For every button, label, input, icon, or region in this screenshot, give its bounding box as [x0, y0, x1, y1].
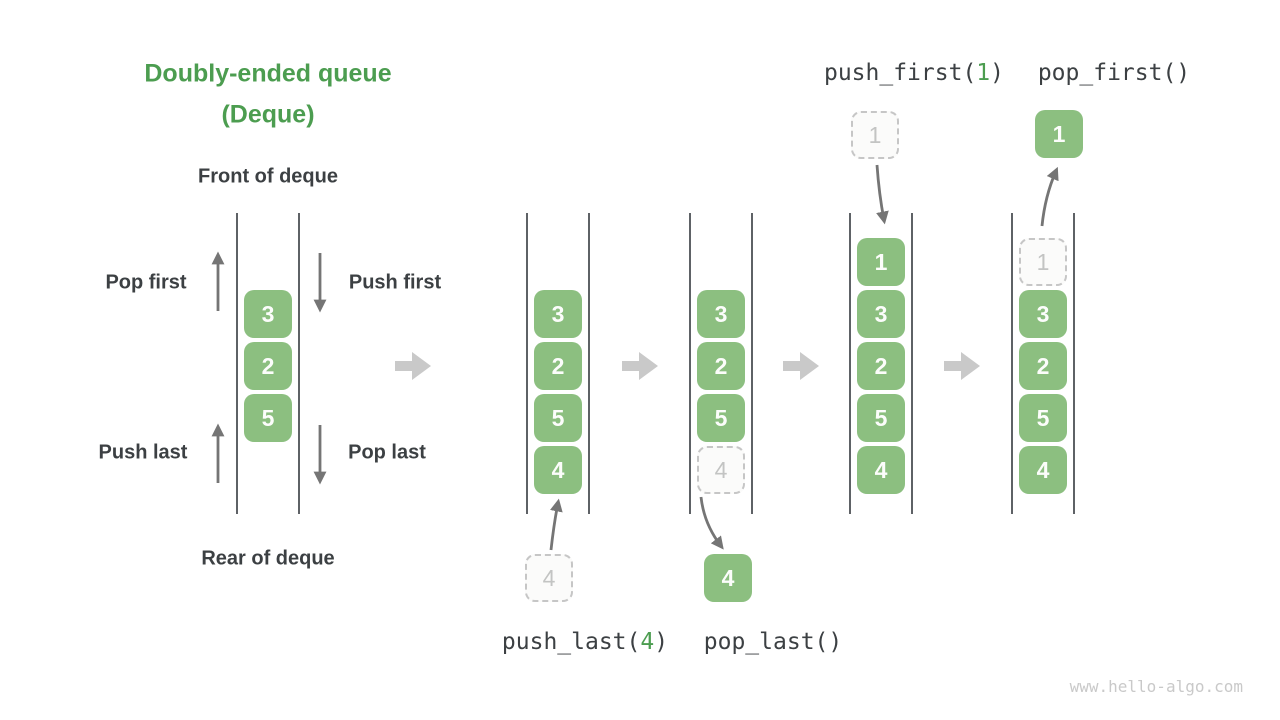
pop-last-label: Pop last	[348, 441, 426, 464]
code-text: )	[654, 629, 669, 655]
queue-wall	[298, 213, 300, 514]
queue-wall	[526, 213, 528, 514]
queue-wall	[849, 213, 851, 514]
push-first-incoming-cell: 1	[851, 111, 899, 159]
code-arg: 4	[640, 629, 655, 655]
queue-cell: 5	[244, 394, 292, 442]
queue-cell: 2	[1019, 342, 1067, 390]
push-last-code-label: push_last(4)	[502, 629, 668, 655]
queue-cell: 3	[857, 290, 905, 338]
queue-cell: 3	[244, 290, 292, 338]
pop-last-removed-cell: 4	[704, 554, 752, 602]
rear-of-deque-label: Rear of deque	[201, 547, 335, 570]
queue-wall	[1011, 213, 1013, 514]
queue-cell: 2	[534, 342, 582, 390]
push-first-insert-arrow-icon	[875, 164, 889, 225]
queue-cell: 4	[1019, 446, 1067, 494]
queue-cell-ghost: 1	[1019, 238, 1067, 286]
code-text: pop_last()	[703, 629, 843, 655]
pop-first-code-label: pop_first()	[1038, 60, 1190, 86]
queue-wall	[911, 213, 913, 514]
code-text: push_last(	[501, 629, 641, 655]
queue-cell: 4	[857, 446, 905, 494]
push-last-label: Push last	[98, 441, 188, 464]
queue-cell: 1	[857, 238, 905, 286]
pop-last-code-label: pop_last()	[704, 629, 842, 655]
queue-wall	[689, 213, 691, 514]
step-arrow-icon	[944, 352, 980, 380]
queue-wall	[751, 213, 753, 514]
queue-cell: 5	[1019, 394, 1067, 442]
queue-cell: 5	[697, 394, 745, 442]
code-text: )	[990, 60, 1005, 86]
page-title-line2: (Deque)	[221, 100, 315, 129]
queue-cell: 4	[534, 446, 582, 494]
page-title-line1: Doubly-ended queue	[144, 59, 392, 88]
push-first-code-label: push_first(1)	[824, 60, 1004, 86]
pop-first-remove-arrow-icon	[1040, 166, 1059, 227]
watermark: www.hello-algo.com	[1069, 677, 1243, 696]
queue-cell-ghost: 4	[697, 446, 745, 494]
code-text: push_first(	[823, 60, 977, 86]
step-arrow-icon	[395, 352, 431, 380]
queue-cell: 2	[697, 342, 745, 390]
queue-wall	[588, 213, 590, 514]
queue-wall	[236, 213, 238, 514]
pop-first-removed-cell: 1	[1035, 110, 1083, 158]
queue-cell: 2	[244, 342, 292, 390]
queue-cell: 3	[697, 290, 745, 338]
push-last-incoming-cell: 4	[525, 554, 573, 602]
code-text: pop_first()	[1037, 60, 1191, 86]
code-arg: 1	[976, 60, 991, 86]
queue-cell: 3	[1019, 290, 1067, 338]
step-arrow-icon	[622, 352, 658, 380]
queue-cell: 3	[534, 290, 582, 338]
queue-wall	[1073, 213, 1075, 514]
push-last-insert-arrow-icon	[549, 498, 563, 551]
queue-cell: 5	[857, 394, 905, 442]
front-of-deque-label: Front of deque	[198, 165, 338, 188]
pop-last-remove-arrow-icon	[699, 496, 724, 550]
queue-cell: 2	[857, 342, 905, 390]
queue-cell: 5	[534, 394, 582, 442]
pop-first-label: Pop first	[105, 271, 187, 294]
push-first-label: Push first	[348, 271, 442, 294]
step-arrow-icon	[783, 352, 819, 380]
